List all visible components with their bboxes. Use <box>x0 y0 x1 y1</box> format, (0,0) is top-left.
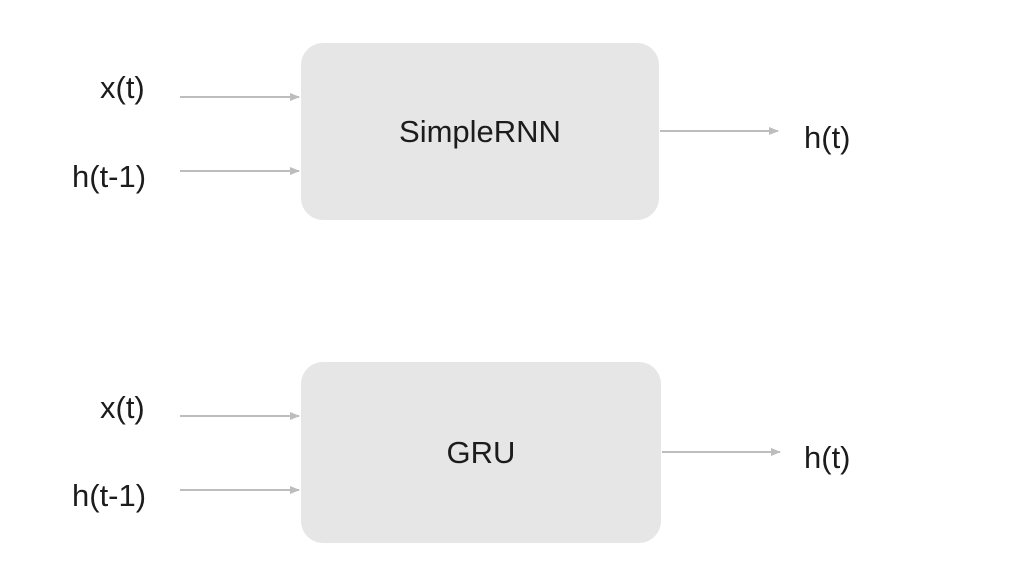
gru-label: GRU <box>446 435 516 470</box>
simplernn-output-label: h(t) <box>804 120 851 155</box>
simplernn-input-h-label: h(t-1) <box>72 159 147 194</box>
gru-input-x-label: x(t) <box>100 390 145 425</box>
simplernn-block: SimpleRNN <box>301 43 659 220</box>
simplernn-input-x-label: x(t) <box>100 70 145 105</box>
gru-input-h-label: h(t-1) <box>72 478 147 513</box>
gru-block: GRU <box>301 362 661 543</box>
simplernn-label: SimpleRNN <box>399 114 561 149</box>
gru-output-label: h(t) <box>804 440 851 475</box>
